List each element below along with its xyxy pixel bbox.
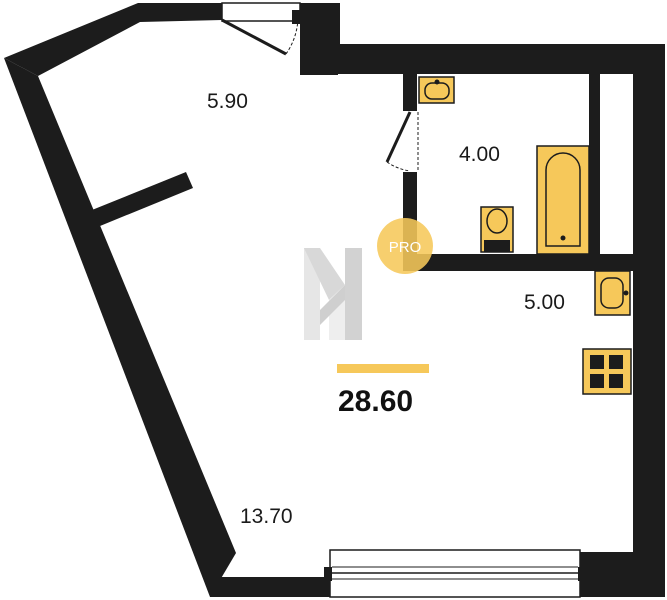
door-swing-icon	[221, 2, 301, 56]
total-area-label: 28.60	[338, 385, 413, 418]
hall-area-label: 5.90	[207, 90, 248, 113]
bathroom-area-label: 4.00	[459, 143, 500, 166]
kitchen-sink-icon	[594, 270, 631, 316]
living-area-label: 13.70	[240, 505, 293, 528]
walls	[4, 3, 665, 597]
wall-bottom-left	[210, 577, 330, 597]
wall-left	[4, 58, 236, 597]
partition-diagonal	[92, 172, 193, 226]
wall-top-right	[300, 3, 665, 74]
partition-bath-left	[403, 74, 417, 111]
bathroom-door-icon	[385, 111, 419, 172]
pro-badge-text: PRO	[389, 239, 422, 256]
sink-icon	[418, 76, 455, 104]
wall-top-left	[4, 3, 222, 76]
total-accent-bar	[337, 364, 429, 373]
pro-badge-circle	[377, 218, 433, 274]
toilet-icon	[480, 206, 514, 253]
stove-icon	[582, 348, 632, 395]
pro-badge: PRO	[377, 218, 433, 274]
bathtub-icon	[536, 145, 590, 255]
partition-bath-bottom	[403, 254, 633, 271]
window-bottom	[324, 549, 586, 598]
partition-bath-right	[589, 74, 600, 264]
kitchen-area-label: 5.00	[524, 291, 565, 314]
wall-top-stub	[300, 3, 338, 75]
logo-mark-icon	[304, 248, 362, 340]
wall-right	[633, 73, 665, 597]
